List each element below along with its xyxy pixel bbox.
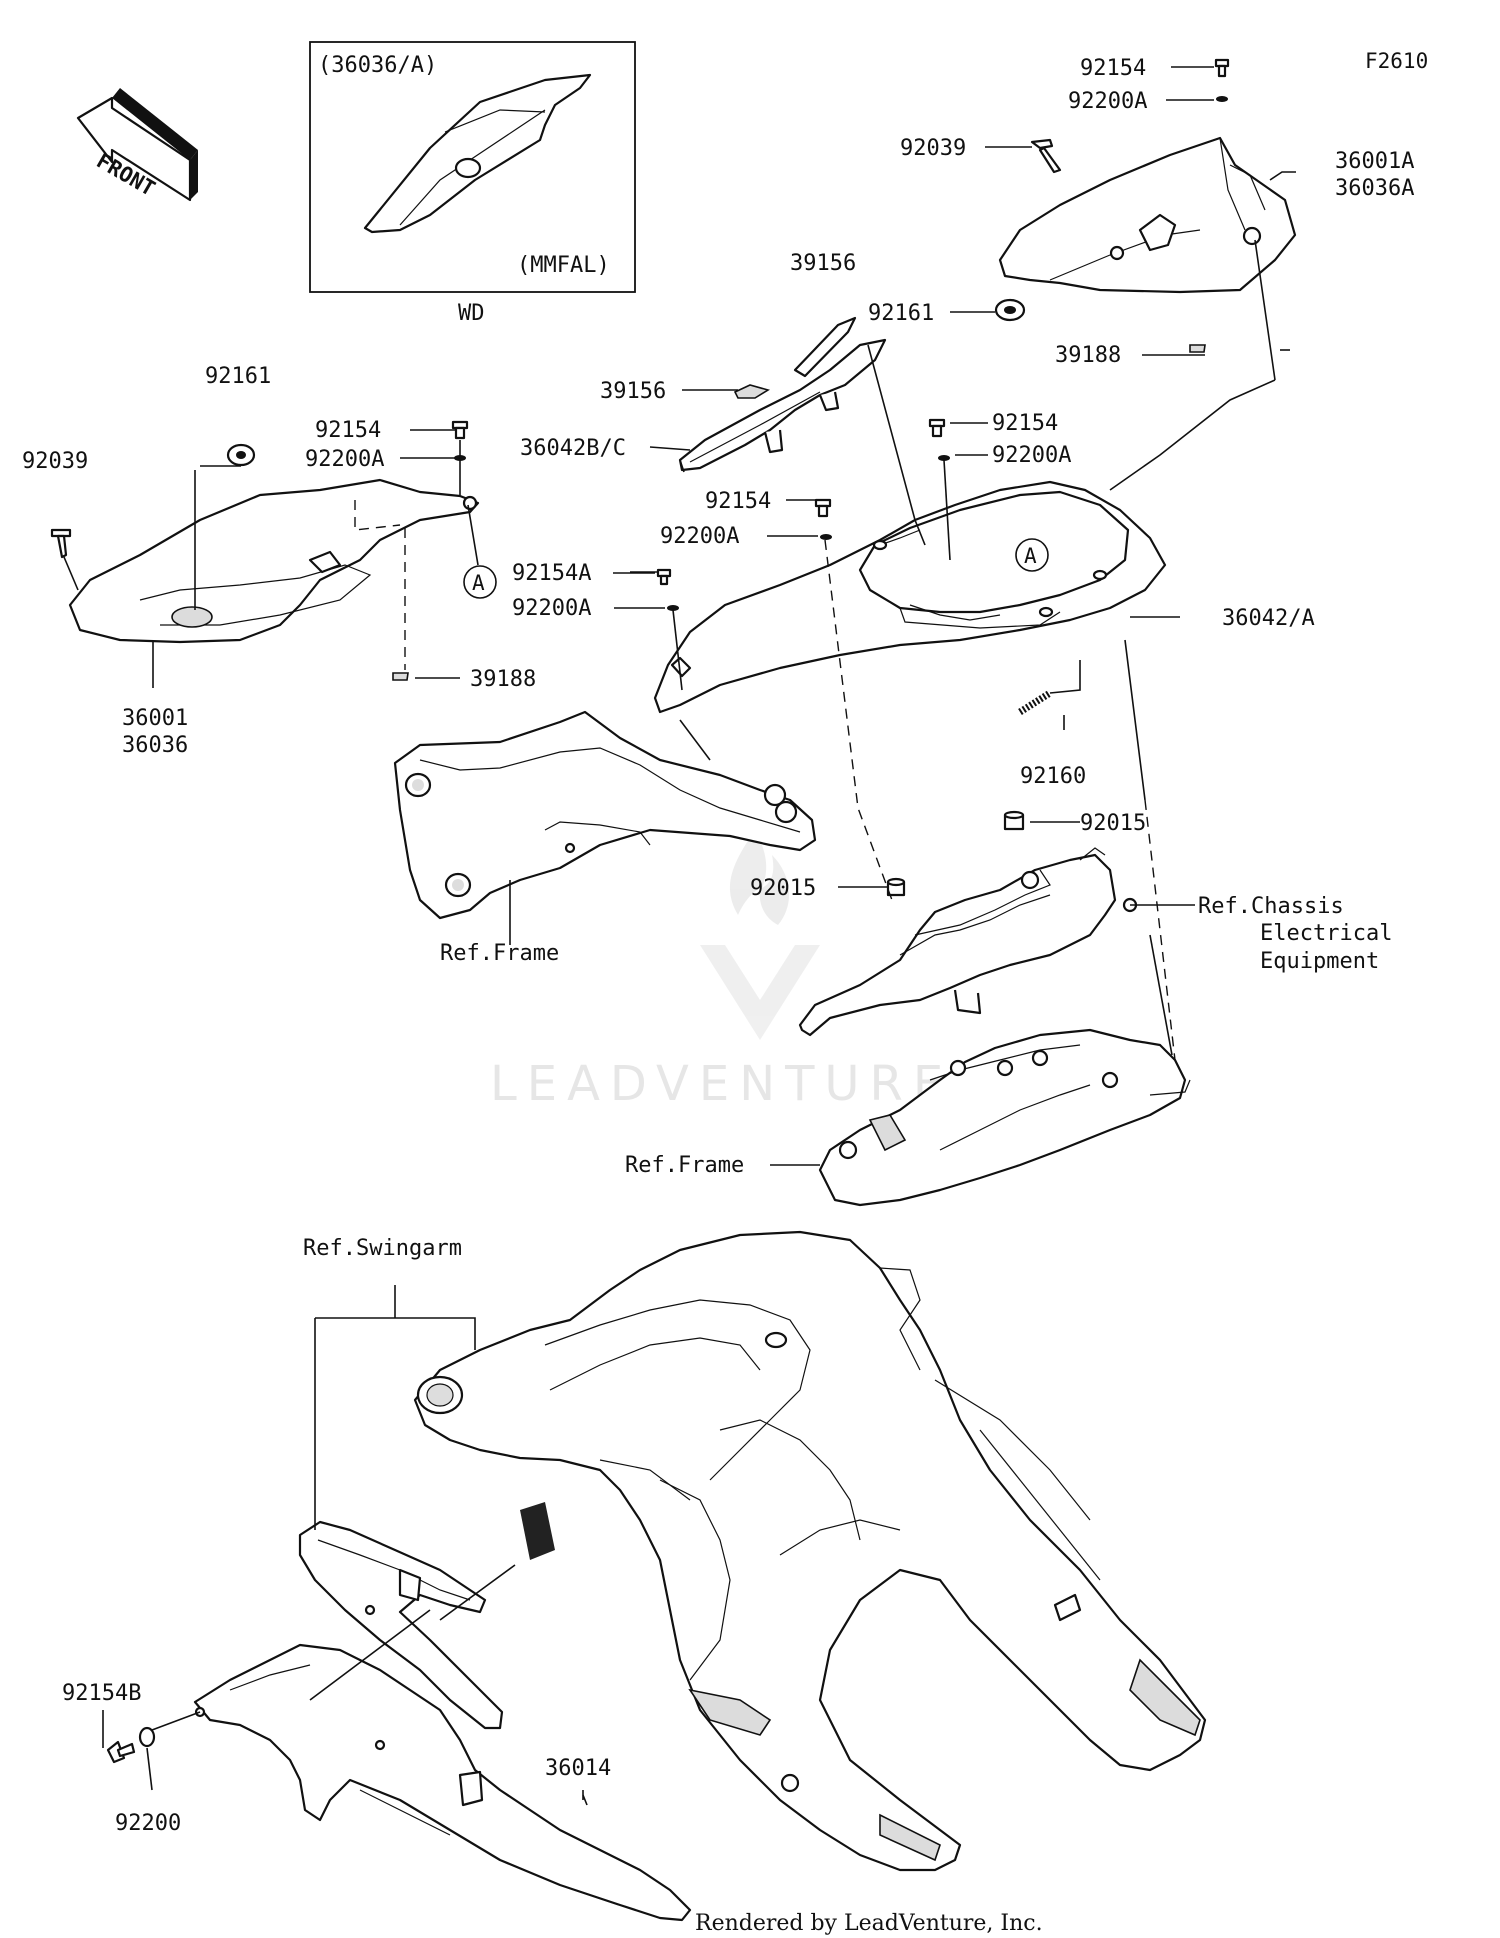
label-92154-left: 92154 — [315, 418, 381, 443]
label-ref-swingarm: Ref.Swingarm — [303, 1236, 462, 1261]
label-92161-left: 92161 — [205, 364, 271, 389]
inset-top-label: (36036/A) — [318, 53, 437, 78]
washer-92200A-top — [1216, 96, 1228, 102]
fastener-92154-left — [451, 420, 469, 440]
label-36042A: 36042/A — [1222, 606, 1315, 631]
label-92154-top: 92154 — [1080, 56, 1146, 81]
rail-cover-36042BC — [678, 338, 887, 473]
label-36001A: 36001A — [1335, 149, 1414, 174]
label-36036A: 36036A — [1335, 176, 1414, 201]
label-92161-right: 92161 — [868, 301, 934, 326]
fastener-92154-top — [1214, 58, 1230, 78]
label-ref-chassis-3: Equipment — [1260, 949, 1379, 974]
footer-credit: Rendered by LeadVenture, Inc. — [695, 1911, 1043, 1936]
collar-92015-right — [1003, 810, 1025, 831]
label-92200A-left: 92200A — [305, 447, 384, 472]
bolt-92154B — [106, 1740, 136, 1764]
chain-cover-36014 — [193, 1643, 692, 1922]
swingarm — [413, 1230, 1207, 1872]
label-92200A-top: 92200A — [1068, 89, 1147, 114]
label-92200A-c: 92200A — [660, 524, 739, 549]
spring-92160 — [1018, 690, 1052, 715]
label-ref-frame-left: Ref.Frame — [440, 941, 559, 966]
washer-92200A-c2 — [667, 605, 679, 611]
rivet-92039-right — [1030, 138, 1062, 174]
label-92154-c: 92154 — [705, 489, 771, 514]
rivet-92039-left — [50, 528, 72, 559]
label-92200: 92200 — [115, 1811, 181, 1836]
label-92154-r2: 92154 — [992, 411, 1058, 436]
label-92015-center: 92015 — [750, 876, 816, 901]
chain-guide — [298, 1520, 504, 1730]
subframe-center — [818, 1028, 1191, 1207]
frame-rail-left — [393, 710, 817, 920]
label-39156-mid: 39156 — [600, 379, 666, 404]
sticker-39156-mid — [733, 384, 770, 399]
label-92154B: 92154B — [62, 1681, 141, 1706]
sticker-39188-right — [1189, 344, 1206, 353]
label-ref-frame-center: Ref.Frame — [625, 1153, 744, 1178]
svg-text:A: A — [472, 571, 485, 595]
inset-box: (36036/A) (MMFAL) WD — [309, 41, 636, 326]
watermark-text: LEADVENTURE — [490, 1056, 953, 1112]
washer-92200 — [138, 1726, 156, 1748]
label-36014: 36014 — [545, 1756, 611, 1781]
label-92200A-r2: 92200A — [992, 443, 1071, 468]
inset-caption: WD — [458, 301, 485, 326]
fastener-92154A — [656, 568, 672, 586]
label-ref-chassis-2: Electrical — [1260, 921, 1392, 946]
watermark-logo — [700, 830, 820, 1040]
label-ref-chassis-1: Ref.Chassis — [1198, 894, 1344, 919]
washer-92200A-c — [820, 534, 832, 540]
tail-cowl-36042A — [653, 480, 1167, 714]
washer-92200A-r2 — [938, 455, 950, 461]
seat-cover-right — [998, 136, 1297, 294]
label-92039-right: 92039 — [900, 136, 966, 161]
label-92015-right: 92015 — [1080, 811, 1146, 836]
label-39188-right: 39188 — [1055, 343, 1121, 368]
label-39156-top: 39156 — [790, 251, 856, 276]
diagram-code: F2610 — [1365, 49, 1428, 73]
inset-bottom-label: (MMFAL) — [517, 253, 610, 278]
fastener-92154-r2 — [928, 418, 946, 438]
sticker-39188-left — [392, 672, 409, 681]
callout-a-center: A — [1015, 538, 1049, 572]
collar-92015-center — [886, 877, 906, 897]
label-36001: 36001 — [122, 706, 188, 731]
label-92039-left: 92039 — [22, 449, 88, 474]
grommet-92161-left — [226, 443, 256, 467]
fastener-92154-c — [814, 498, 832, 518]
label-92154A: 92154A — [512, 561, 591, 586]
label-36042BC: 36042B/C — [520, 436, 626, 461]
label-92200A-c2: 92200A — [512, 596, 591, 621]
svg-text:A: A — [1024, 544, 1037, 568]
electrical-tray — [798, 847, 1138, 1037]
sticker-39156-top — [793, 316, 857, 378]
seat-cover-left — [68, 478, 480, 644]
label-36036: 36036 — [122, 733, 188, 758]
label-39188-left: 39188 — [470, 667, 536, 692]
front-arrow-icon: FRONT — [76, 88, 198, 202]
label-92160: 92160 — [1020, 764, 1086, 789]
callout-a-left: A — [463, 565, 497, 599]
grommet-92161-right — [994, 298, 1026, 322]
